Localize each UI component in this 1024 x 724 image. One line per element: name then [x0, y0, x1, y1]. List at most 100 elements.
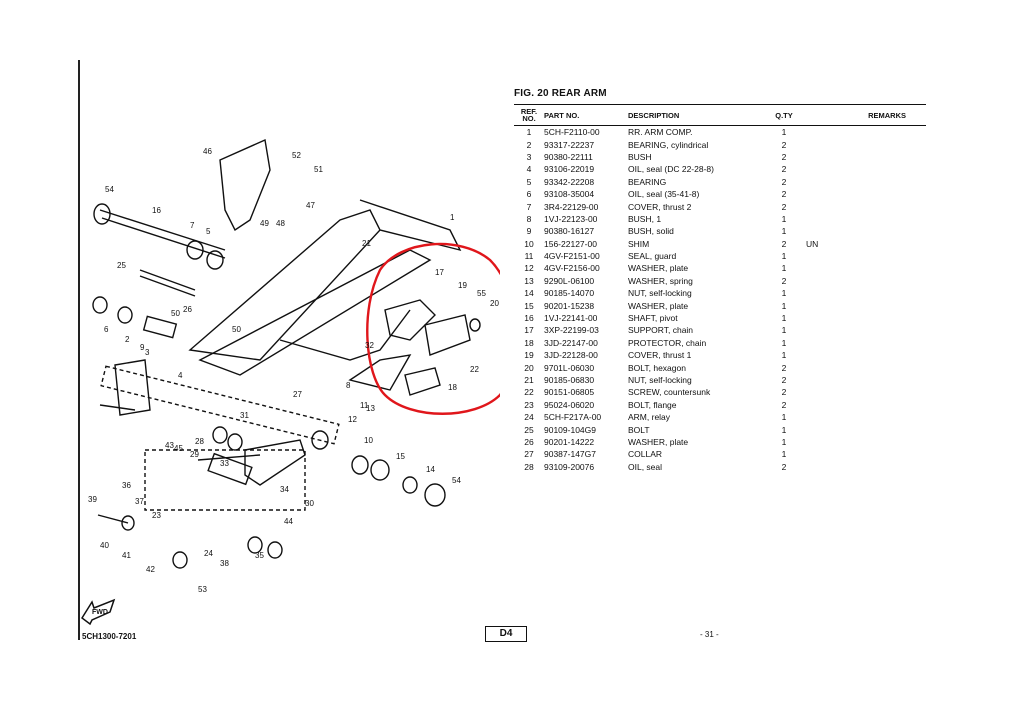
col-remarks: REMARKS [868, 110, 906, 120]
qty-cell: 1 [781, 213, 787, 224]
callout: 32 [365, 341, 374, 350]
callout: 39 [88, 495, 97, 504]
qty-cell: 1 [781, 337, 787, 348]
part-no-cell: 3JD-22128-00 [544, 350, 598, 361]
callout: 17 [435, 268, 444, 277]
ref-cell: 8 [526, 213, 532, 224]
description-cell: OIL, seal (DC 22-28-8) [628, 164, 714, 175]
ref-cell: 19 [524, 350, 534, 361]
callout: 4 [178, 371, 183, 380]
callout: 9 [140, 343, 145, 352]
ref-cell: 10 [524, 238, 534, 249]
callout: 47 [306, 201, 315, 210]
table-header: REF. NO. PART NO. DESCRIPTION Q.TY REMAR… [514, 105, 926, 125]
description-cell: COVER, thrust 1 [628, 350, 692, 361]
figure-title: FIG. 20 REAR ARM [514, 88, 607, 99]
qty-cell: 1 [781, 412, 787, 423]
description-cell: OIL, seal (35-41-8) [628, 189, 700, 200]
callout: 51 [314, 165, 323, 174]
callout: 14 [426, 465, 435, 474]
qty-cell: 1 [781, 251, 787, 262]
ref-cell: 28 [524, 461, 534, 472]
callout: 15 [396, 452, 405, 461]
ref-cell: 26 [524, 436, 534, 447]
qty-cell: 2 [781, 151, 787, 162]
callout: 40 [100, 541, 109, 550]
ref-cell: 6 [526, 189, 532, 200]
callout: 20 [490, 299, 499, 308]
callout: 26 [183, 305, 192, 314]
part-no-cell: 156-22127-00 [544, 238, 597, 249]
description-cell: BOLT [628, 424, 650, 435]
description-cell: SCREW, countersunk [628, 387, 711, 398]
ref-cell: 2 [526, 139, 532, 150]
callout: 21 [362, 239, 371, 248]
part-no-cell: 90109-104G9 [544, 424, 596, 435]
description-cell: SEAL, guard [628, 251, 677, 262]
section-tag: D4 [485, 626, 527, 642]
callout: 42 [146, 565, 155, 574]
callout: 22 [470, 365, 479, 374]
description-cell: WASHER, plate [628, 436, 689, 447]
part-no-cell: 90185-14070 [544, 288, 595, 299]
callout: 43 [165, 441, 174, 450]
description-cell: BOLT, hexagon [628, 362, 686, 373]
description-cell: BUSH, 1 [628, 213, 662, 224]
callout: 13 [366, 404, 375, 413]
part-no-cell: 93342-22208 [544, 176, 595, 187]
ref-cell: 15 [524, 300, 534, 311]
ref-cell: 17 [524, 325, 534, 336]
part-no-cell: 90185-06830 [544, 375, 595, 385]
part-no-cell: 93317-22237 [544, 139, 595, 150]
ref-cell: 27 [524, 449, 534, 460]
col-qty: Q.TY [775, 110, 793, 120]
callout: 41 [122, 551, 131, 560]
ref-cell: 12 [524, 263, 534, 274]
callout: 35 [255, 551, 264, 560]
ref-cell: 21 [524, 375, 534, 385]
callout: 23 [152, 511, 161, 520]
col-desc: DESCRIPTION [628, 110, 680, 120]
part-no-cell: 90201-15238 [544, 300, 595, 311]
callout: 16 [152, 206, 161, 215]
ref-cell: 3 [526, 151, 532, 162]
part-no-cell: 9290L-06100 [544, 275, 595, 286]
page-number: - 31 - [700, 630, 719, 639]
description-cell: COLLAR [628, 449, 663, 460]
callout: 50 [171, 309, 180, 318]
description-cell: SHIM [628, 238, 650, 249]
part-no-cell: 95024-06020 [544, 399, 595, 410]
callout: 5 [206, 227, 211, 236]
table-rule [514, 104, 926, 105]
qty-cell: 1 [781, 325, 787, 336]
callout: 33 [220, 459, 229, 468]
callout: 54 [105, 185, 114, 194]
callout: 29 [190, 450, 199, 459]
ref-cell: 9 [526, 226, 532, 237]
qty-cell: 2 [781, 238, 787, 249]
qty-cell: 2 [781, 362, 787, 373]
callout: 49 [260, 219, 269, 228]
document-code: 5CH1300-7201 [82, 632, 137, 641]
callout: 36 [122, 481, 131, 490]
table-rule [514, 125, 926, 126]
ref-cell: 5 [526, 176, 532, 187]
part-no-cell: 3JD-22147-00 [544, 337, 598, 348]
part-no-cell: 3XP-22199-03 [544, 325, 599, 336]
callout: 28 [195, 437, 204, 446]
ref-cell: 25 [524, 424, 534, 435]
